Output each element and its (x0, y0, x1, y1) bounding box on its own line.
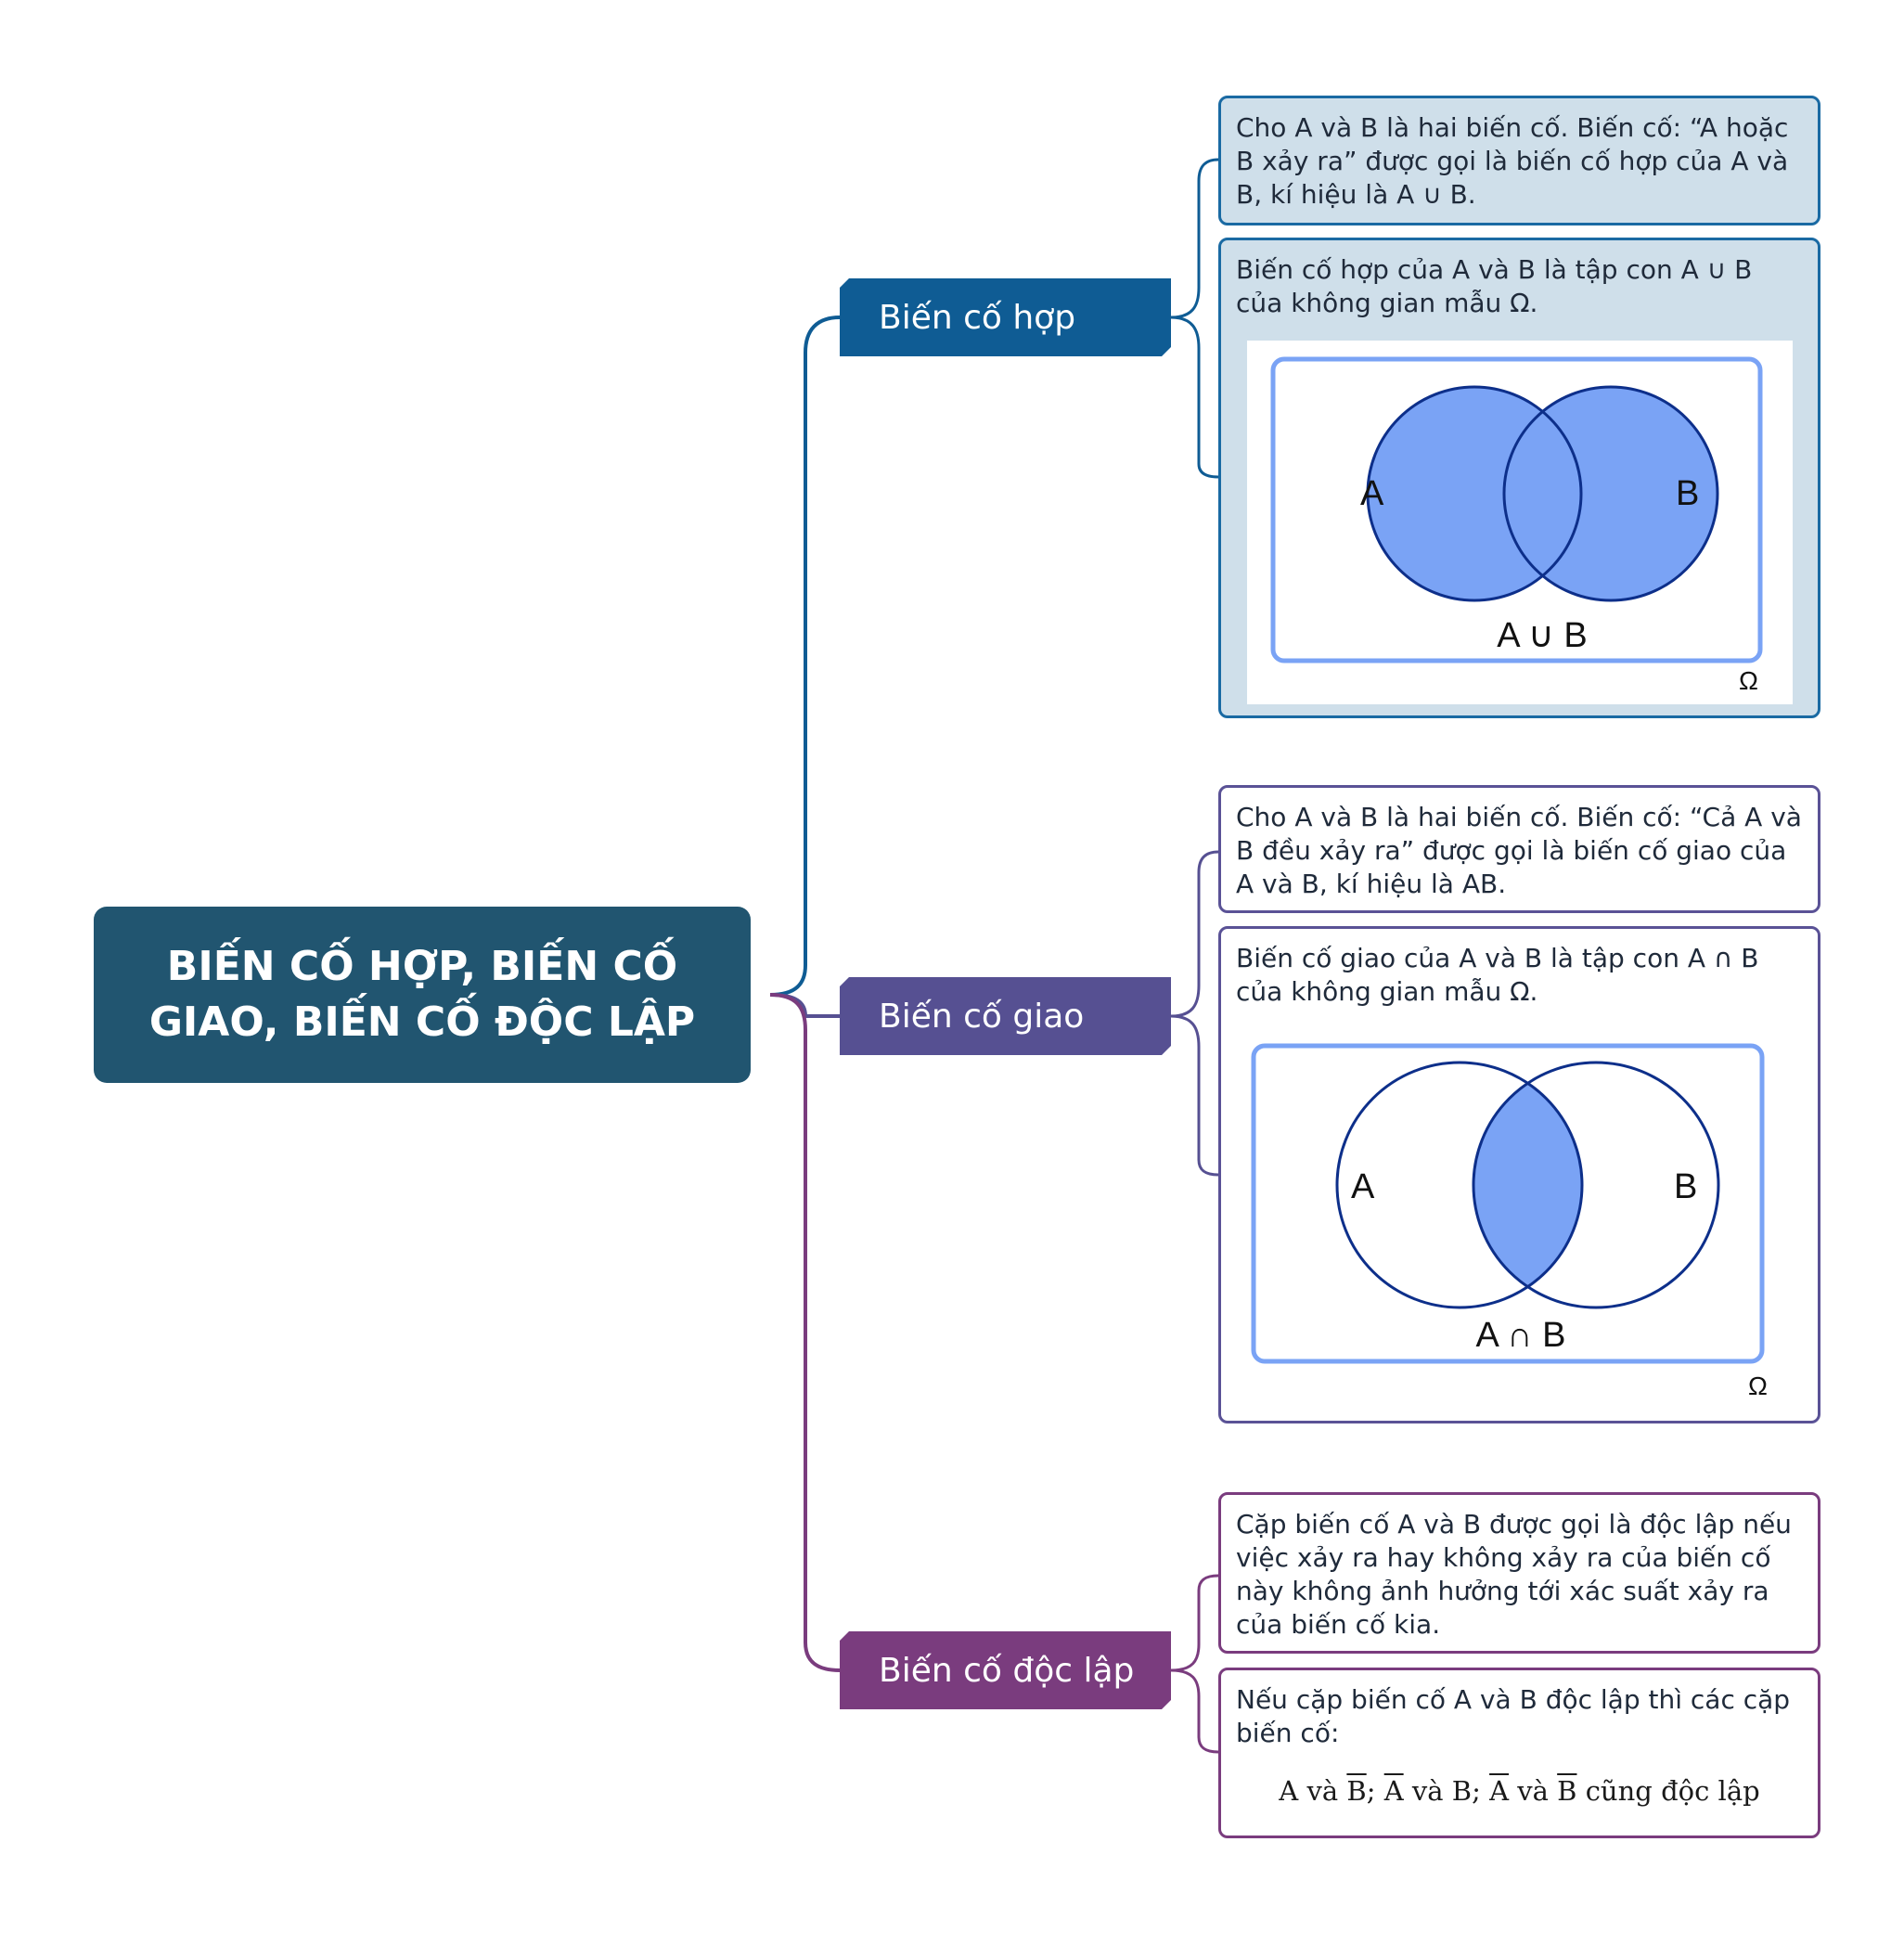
circle-b-outline (1472, 1061, 1720, 1309)
branch-bien-co-giao: Biến cố giao (840, 977, 1171, 1055)
giao-subset-text: Biến cố giao của A và B là tập con A ∩ B… (1236, 943, 1759, 1007)
giao-definition-text: Cho A và B là hai biến cố. Biến cố: “Cả … (1236, 802, 1802, 899)
formula-b: B (1451, 1775, 1473, 1807)
formula-a: A (1279, 1775, 1299, 1807)
venn-intersection-diagram: A B A ∩ B Ω (1251, 1043, 1768, 1400)
connector-root-doclap (769, 993, 841, 1672)
connector-root-hop (769, 316, 841, 997)
venn-caption: A ∩ B (1475, 1316, 1565, 1355)
root-title-line2: GIAO, BIẾN CỐ ĐỘC LẬP (148, 998, 696, 1046)
formula-va-3: và (1517, 1775, 1549, 1807)
venn-label-b: B (1674, 1167, 1697, 1206)
branch-bien-co-hop: Biến cố hợp (840, 278, 1171, 356)
formula-b-bar-2: B (1557, 1775, 1577, 1807)
doclap-consequence-text: Nếu cặp biến cố A và B độc lập thì các c… (1236, 1684, 1791, 1748)
venn-caption: A ∪ B (1497, 616, 1588, 655)
branch-bien-co-doc-lap: Biến cố độc lập (840, 1631, 1171, 1709)
bracket-doclap-def (1170, 1574, 1219, 1672)
venn-label-b: B (1676, 474, 1699, 513)
formula-a-bar: A (1383, 1775, 1404, 1807)
venn-union-panel: A B A ∪ B Ω (1247, 341, 1793, 704)
omega-box (1270, 356, 1763, 663)
card-doclap-definition: Cặp biến cố A và B được gọi là độc lập n… (1218, 1492, 1820, 1654)
formula-tail: cũng độc lập (1585, 1775, 1760, 1807)
circle-a-outline (1335, 1061, 1584, 1309)
branch-label-giao: Biến cố giao (879, 997, 1085, 1036)
venn-union-diagram: A B A ∪ B Ω (1270, 356, 1763, 695)
formula-a-bar-2: A (1489, 1775, 1510, 1807)
venn-label-a: A (1351, 1167, 1375, 1206)
card-giao-subset: Biến cố giao của A và B là tập con A ∩ B… (1218, 926, 1820, 1423)
bracket-doclap-consequence (1170, 1668, 1219, 1754)
bracket-hop-def (1170, 158, 1219, 319)
root-title: BIẾN CỐ HỢP, BIẾN CỐ GIAO, BIẾN CỐ ĐỘC L… (149, 939, 695, 1050)
hop-subset-text: Biến cố hợp của A và B là tập con A ∪ B … (1236, 254, 1753, 318)
root-node: BIẾN CỐ HỢP, BIẾN CỐ GIAO, BIẾN CỐ ĐỘC L… (94, 907, 751, 1083)
card-doclap-consequence: Nếu cặp biến cố A và B độc lập thì các c… (1218, 1668, 1820, 1838)
root-title-line1: BIẾN CỐ HỢP, BIẾN CỐ (166, 943, 678, 990)
formula-sep-1: ; (1366, 1775, 1376, 1807)
card-giao-definition: Cho A và B là hai biến cố. Biến cố: “Cả … (1218, 785, 1820, 913)
formula-b-bar: B (1346, 1775, 1367, 1807)
card-hop-subset: Biến cố hợp của A và B là tập con A ∪ B … (1218, 238, 1820, 718)
bracket-giao-def (1170, 850, 1219, 1018)
venn-label-a: A (1360, 474, 1384, 513)
omega-box (1251, 1043, 1765, 1364)
formula-sep-2: ; (1472, 1775, 1481, 1807)
hop-definition-text: Cho A và B là hai biến cố. Biến cố: “A h… (1236, 112, 1789, 210)
circle-b-fill (1504, 387, 1717, 600)
independence-formula: A và B; A và B; A và B cũng độc lập (1221, 1774, 1818, 1808)
intersection-fill (1473, 1063, 1582, 1307)
circle-a-outline (1366, 385, 1583, 602)
doclap-definition-text: Cặp biến cố A và B được gọi là độc lập n… (1236, 1509, 1792, 1640)
connector-root-giao (769, 993, 840, 1019)
formula-va-2: và (1411, 1775, 1444, 1807)
formula-va-1: và (1306, 1775, 1339, 1807)
venn-omega: Ω (1739, 666, 1758, 695)
circle-b-outline (1502, 385, 1719, 602)
branch-label-hop: Biến cố hợp (879, 298, 1076, 337)
venn-intersection-panel: A B A ∩ B Ω (1247, 1038, 1795, 1410)
card-hop-definition: Cho A và B là hai biến cố. Biến cố: “A h… (1218, 96, 1820, 225)
bracket-hop-subset (1170, 316, 1219, 479)
venn-omega: Ω (1748, 1372, 1768, 1400)
bracket-giao-subset (1170, 1014, 1219, 1177)
branch-label-doclap: Biến cố độc lập (879, 1651, 1135, 1690)
